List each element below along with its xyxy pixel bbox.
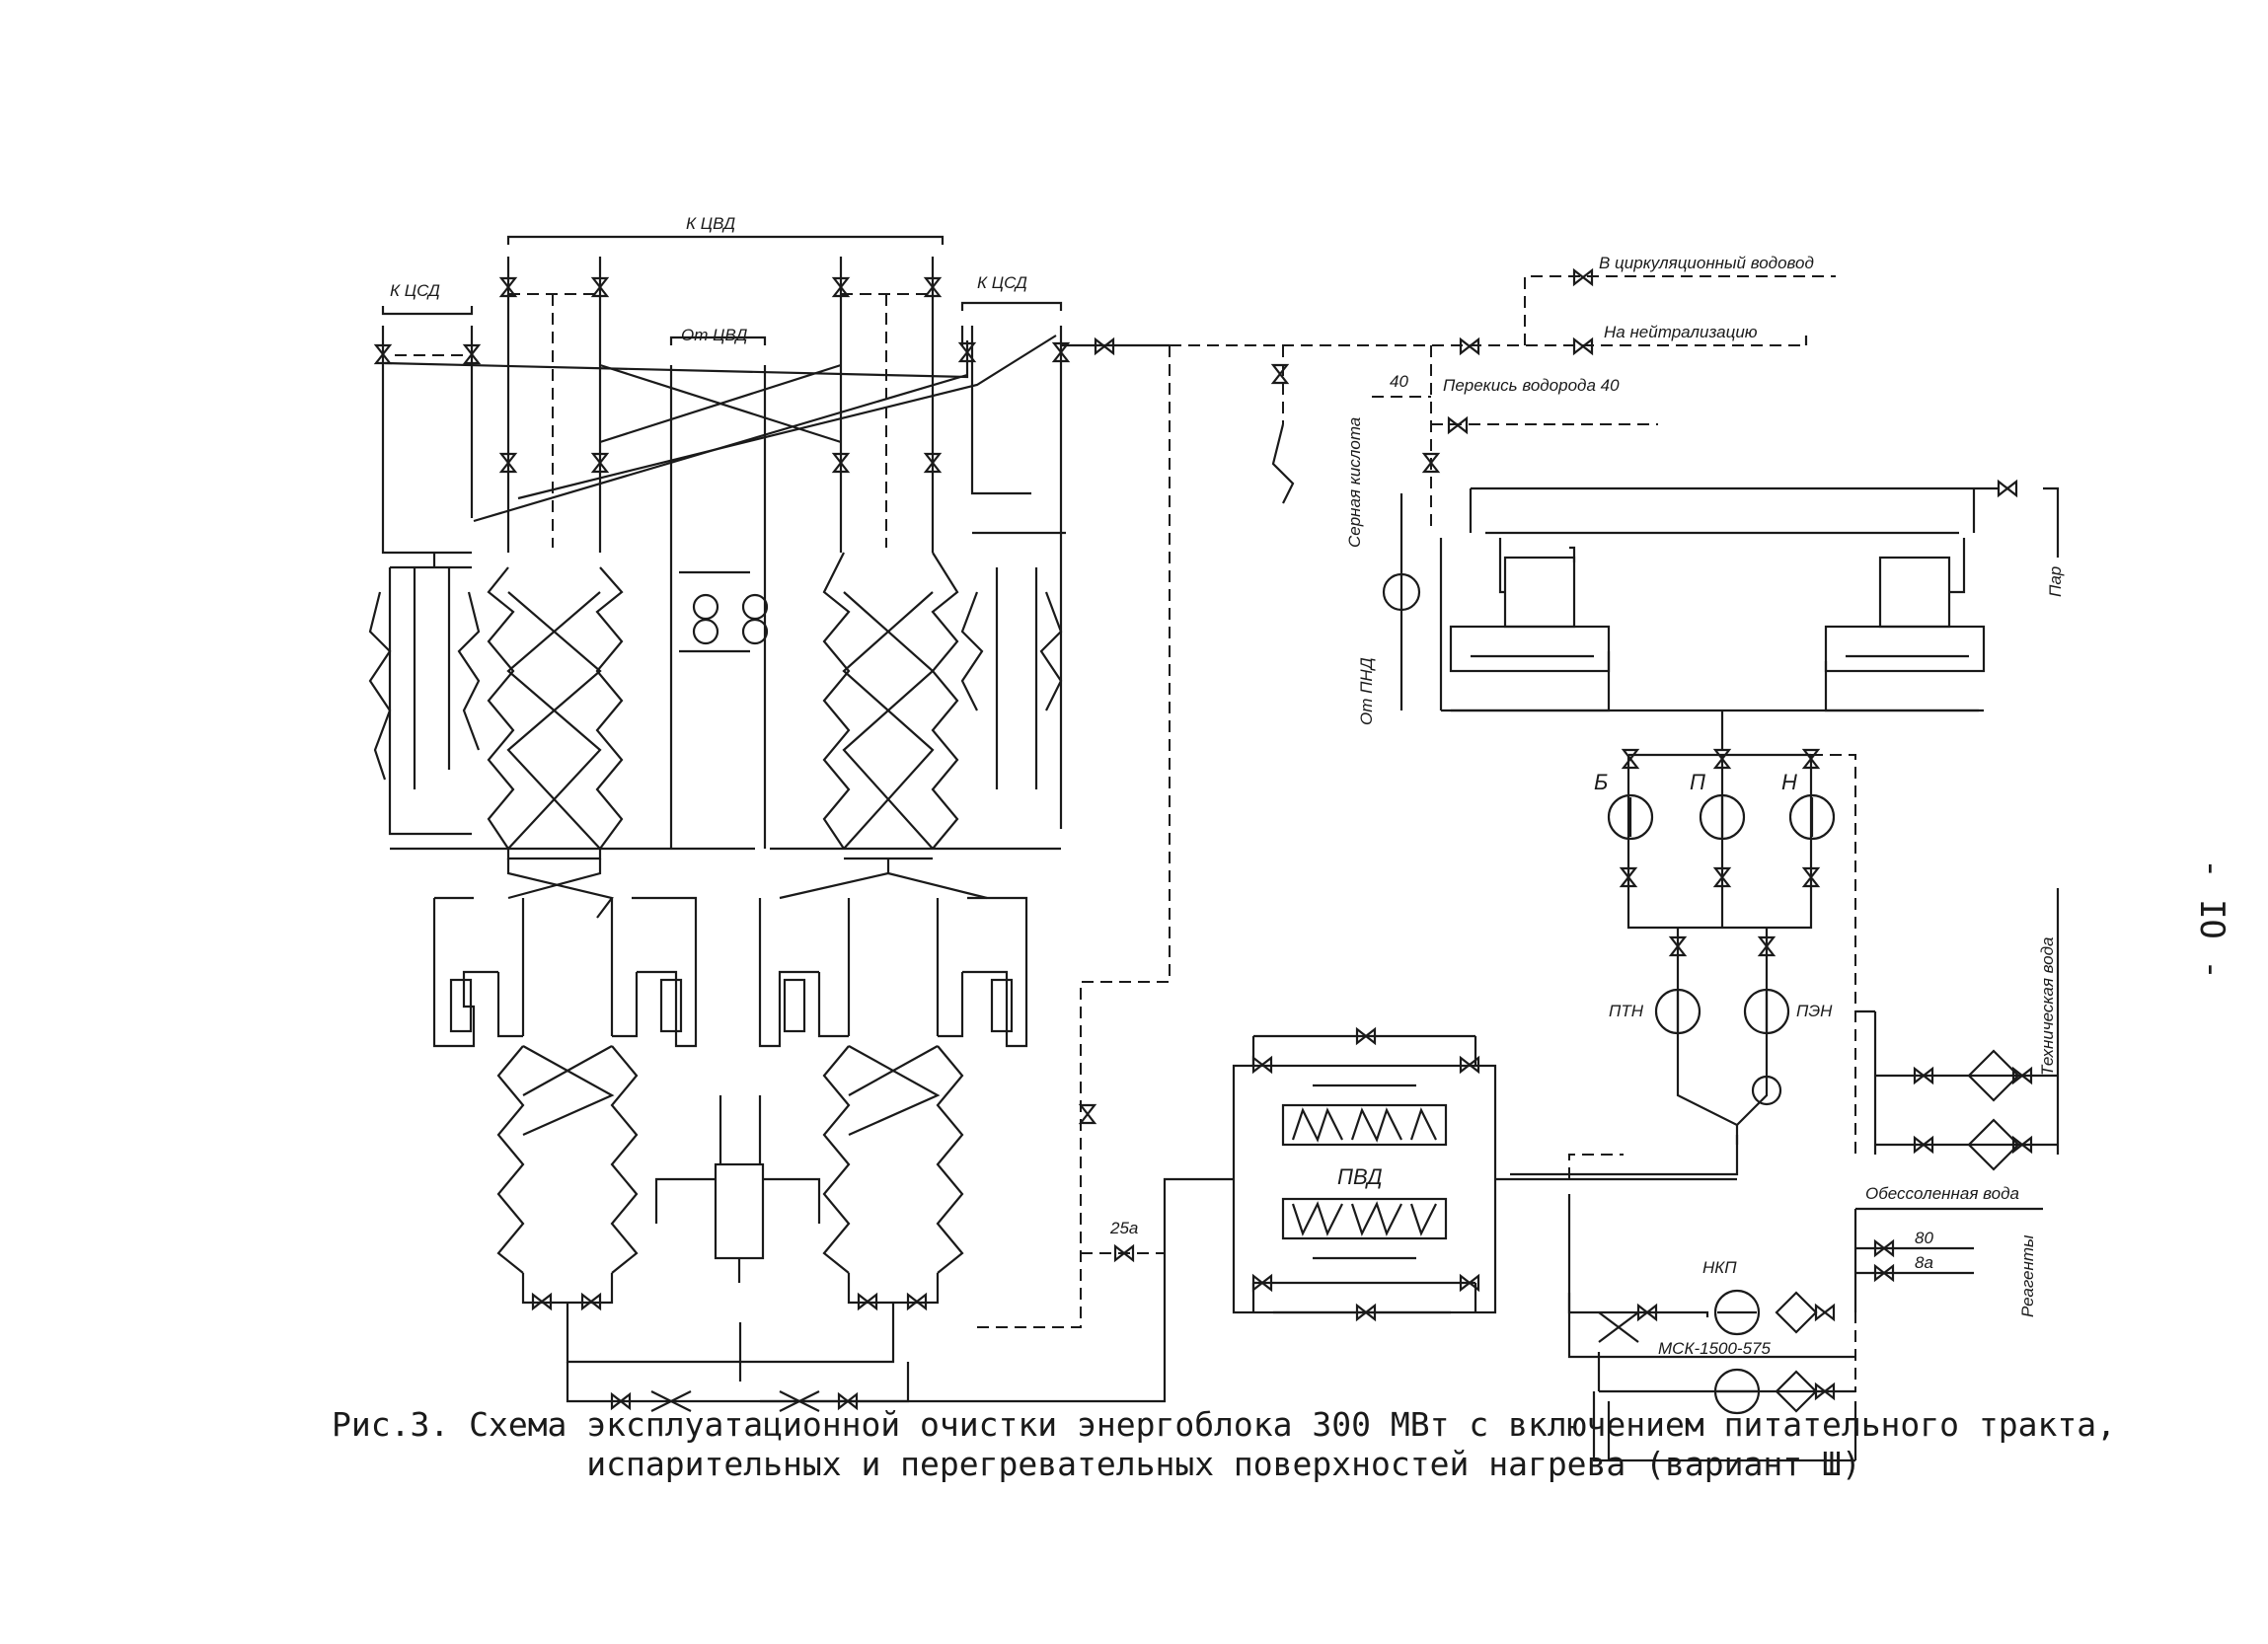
label-num-40: 40 (1390, 372, 1408, 391)
label-k-csd-left: К ЦСД (390, 281, 440, 300)
label-pvd: ПВД (1337, 1164, 1383, 1189)
label-ot-pnd: От ПНД (1357, 657, 1376, 725)
label-obessol: Обессоленная вода (1865, 1184, 2019, 1203)
label-pump-b: Б (1594, 770, 1608, 794)
figure-caption: Рис.3. Схема эксплуатационной очистки эн… (326, 1405, 2122, 1484)
label-msk: МСК-1500-575 (1658, 1339, 1772, 1358)
caption-line-1: Рис.3. Схема эксплуатационной очистки эн… (332, 1405, 2116, 1444)
label-num-8a: 8а (1915, 1253, 1933, 1272)
scheme-labels: К ЦВД К ЦСД К ЦСД От ЦВД В циркуляционны… (390, 214, 2231, 1358)
label-num-25a: 25а (1109, 1219, 1138, 1237)
pump-symbols (692, 572, 2020, 1415)
label-ptn: ПТН (1609, 1002, 1644, 1020)
label-pump-p: П (1690, 770, 1705, 794)
deaerator-piping (1061, 275, 2060, 1176)
right-boiler-piping (566, 336, 1066, 1412)
hp-heaters (760, 345, 1737, 1403)
label-sernaya: Серная кислота (1345, 417, 1364, 548)
label-k-cvd: К ЦВД (686, 214, 735, 233)
label-v-cirk: В циркуляционный водовод (1599, 254, 1814, 272)
label-pen: ПЭН (1796, 1002, 1833, 1020)
label-num-80: 80 (1915, 1229, 1933, 1247)
label-pump-n: Н (1781, 770, 1797, 794)
page-number: - IO - (2192, 859, 2231, 980)
label-nkp: НКП (1702, 1258, 1737, 1277)
label-par: Пар (2046, 566, 2065, 597)
label-ot-cvd: От ЦВД (681, 326, 747, 344)
label-na-neitr: На нейтрализацию (1604, 323, 1758, 341)
label-tech-voda: Техническая вода (2038, 937, 2057, 1077)
valve-marks (373, 267, 2033, 1411)
label-k-csd-right: К ЦСД (977, 273, 1027, 292)
caption-line-2: испарительных и перегревательных поверхн… (586, 1445, 1861, 1483)
label-reagenty: Реагенты (2018, 1234, 2037, 1317)
label-perekis: Перекись водорода 40 (1443, 376, 1620, 395)
